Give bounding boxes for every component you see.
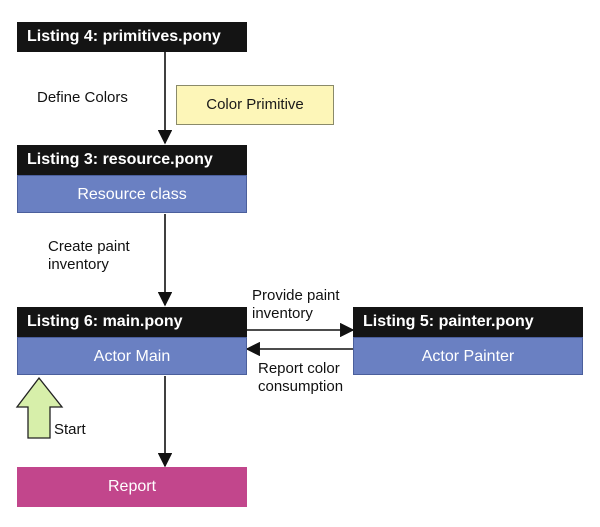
report-color-line2: consumption [258,378,344,395]
provide-paint-line1: Provide paint [252,287,340,304]
primitives-header: Listing 4: primitives.pony [17,22,247,52]
actor-main-box: Actor Main [17,337,247,375]
main-file: main.pony [102,313,183,330]
primitives-listing: Listing 4: [27,28,99,45]
report-color-line1: Report color [258,360,340,377]
resource-file: resource.pony [102,151,213,168]
create-paint-label: Create paint inventory [48,238,130,274]
report-box: Report [17,467,247,507]
main-listing: Listing 6: [27,313,99,330]
color-primitive-box: Color Primitive [176,85,334,125]
start-label: Start [54,421,86,438]
provide-paint-line2: inventory [252,305,313,322]
report-color-label: Report color consumption [258,360,343,396]
painter-header: Listing 5: painter.pony [353,307,583,337]
resource-class-box: Resource class [17,175,247,213]
create-paint-line1: Create paint [48,238,130,255]
resource-listing: Listing 3: [27,151,99,168]
main-header: Listing 6: main.pony [17,307,247,337]
actor-painter-box: Actor Painter [353,337,583,375]
define-colors-label: Define Colors [37,89,128,106]
provide-paint-label: Provide paint inventory [252,287,340,323]
create-paint-line2: inventory [48,256,109,273]
painter-listing: Listing 5: [363,313,435,330]
resource-header: Listing 3: resource.pony [17,145,247,175]
start-arrow-icon [15,376,64,439]
painter-file: painter.pony [438,313,534,330]
primitives-file: primitives.pony [102,28,221,45]
